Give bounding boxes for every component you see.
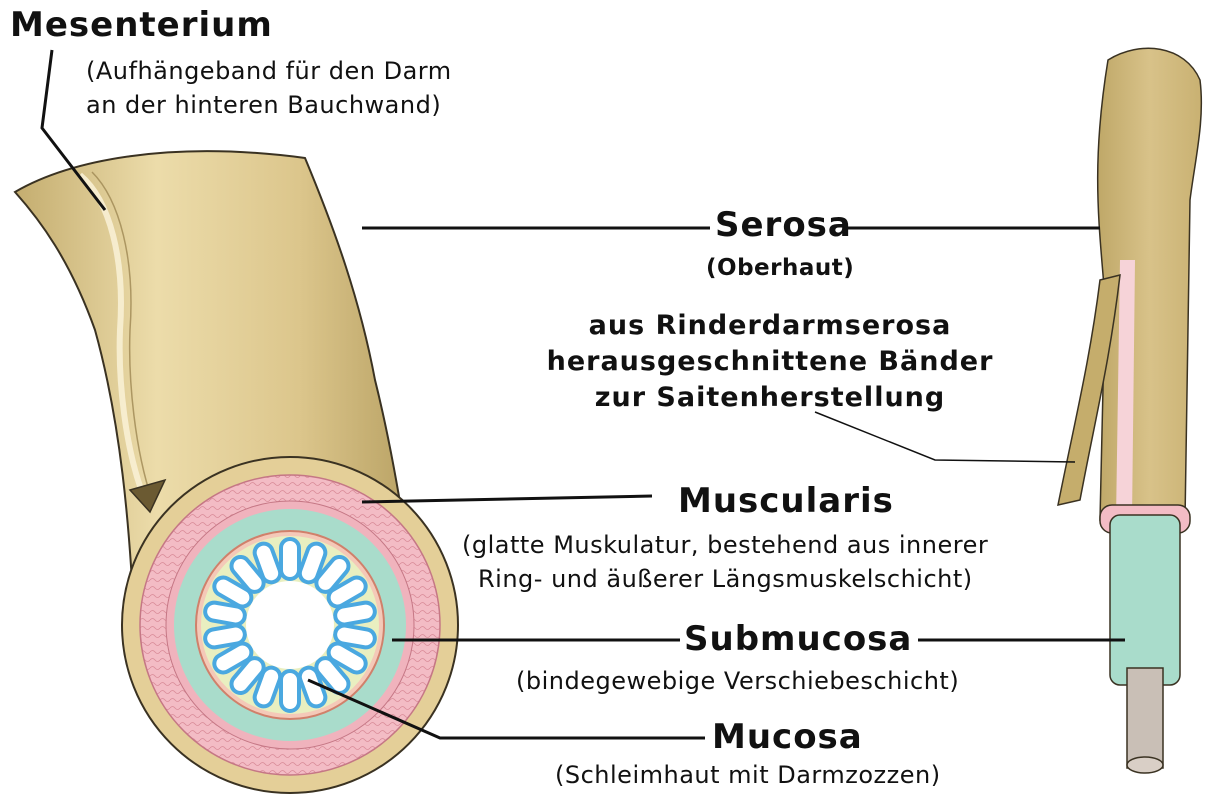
leader-strips (815, 412, 1075, 462)
strips-line-2: herausgeschnittene Bänder (530, 346, 1010, 377)
serosa-strips (1058, 48, 1201, 773)
cross-section (122, 457, 458, 793)
villus (281, 539, 299, 579)
mucosa-desc: (Schleimhaut mit Darmzozzen) (555, 762, 941, 790)
mesenterium-desc-2: an der hinteren Bauchwand) (86, 92, 441, 120)
muscularis-desc-2: Ring- und äußerer Längsmuskelschicht) (478, 566, 973, 594)
submucosa-tube (1110, 515, 1180, 685)
muscularis-desc-1: (glatte Muskulatur, bestehend aus innere… (462, 532, 988, 560)
serosa-desc: (Oberhaut) (706, 255, 854, 281)
leader-muscularis (362, 496, 652, 502)
villus (281, 671, 299, 711)
submucosa-desc: (bindegewebige Verschiebeschicht) (516, 668, 959, 696)
strips-line-3: zur Saitenherstellung (530, 382, 1010, 413)
mucosa-title: Mucosa (712, 718, 863, 757)
serosa-title: Serosa (715, 206, 852, 245)
mucosa-tube (1127, 668, 1163, 768)
strips-line-1: aus Rinderdarmserosa (530, 310, 1010, 341)
muscularis-title: Muscularis (678, 482, 894, 521)
mesenterium-desc-1: (Aufhängeband für den Darm (86, 58, 452, 86)
mesenterium-title: Mesenterium (10, 6, 273, 45)
submucosa-title: Submucosa (684, 620, 912, 659)
